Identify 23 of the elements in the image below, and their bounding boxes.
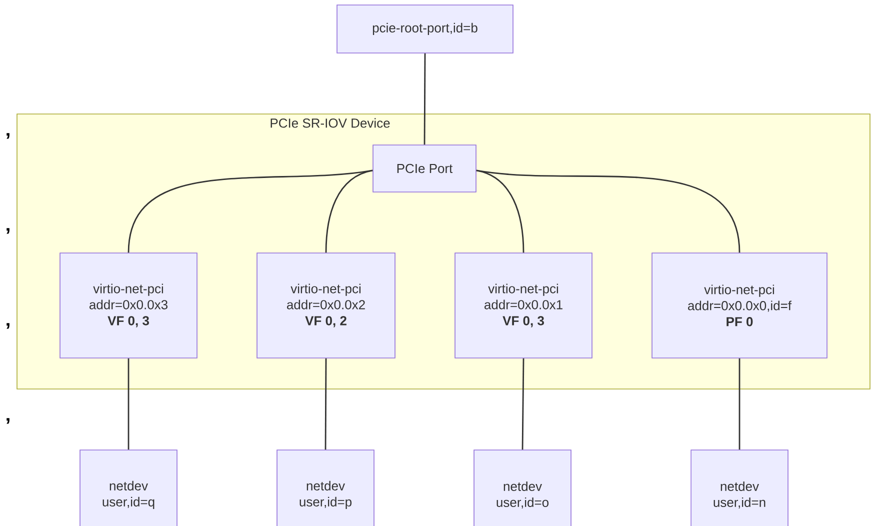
connector-line bbox=[738, 358, 740, 450]
function-box: virtio-net-pci addr=0x0.0x2 VF 0, 2 bbox=[256, 252, 396, 358]
connector-line bbox=[424, 53, 426, 145]
function-box: virtio-net-pci addr=0x0.0x3 VF 0, 3 bbox=[60, 252, 198, 358]
process-box: netdev user,id=p bbox=[276, 450, 374, 526]
stray-mark: ’ bbox=[6, 323, 10, 329]
connector-line bbox=[325, 170, 373, 253]
function-box: virtio-net-pci addr=0x0.0x1 VF 0, 3 bbox=[454, 252, 592, 358]
stray-mark: ’ bbox=[6, 228, 10, 234]
stray-mark: ’ bbox=[6, 418, 10, 424]
connector-line bbox=[128, 358, 130, 450]
process-box: netdev user,id=q bbox=[80, 450, 178, 526]
stray-mark: ’ bbox=[6, 133, 10, 139]
connector-line bbox=[128, 170, 373, 253]
process-box: PCIe Port bbox=[372, 144, 476, 192]
process-box: netdev user,id=o bbox=[474, 450, 572, 526]
process-box: pcie-root-port,id=b bbox=[336, 4, 514, 54]
connector-line bbox=[476, 170, 740, 253]
connector-line bbox=[324, 358, 327, 450]
connector-line bbox=[476, 170, 524, 253]
function-box: virtio-net-pci addr=0x0.0x0,id=f PF 0 bbox=[652, 252, 828, 358]
process-box: netdev user,id=n bbox=[690, 450, 788, 526]
connector-line bbox=[522, 358, 524, 450]
